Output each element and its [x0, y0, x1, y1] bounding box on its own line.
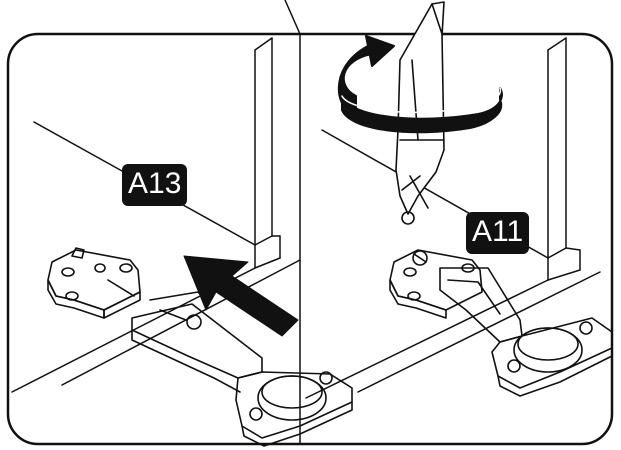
part-label-a11: A11: [466, 212, 530, 254]
right-mounting-plate: [389, 249, 483, 319]
diagonal-arrow-icon: [183, 255, 299, 337]
left-cabinet: [11, 37, 301, 393]
right-hinge: [439, 267, 613, 397]
screwdriver-icon: [395, 1, 445, 225]
part-label-a13: A13: [122, 164, 188, 206]
clockwise-rotation-arrow-icon: [337, 35, 503, 134]
left-mounting-plate: [47, 247, 141, 319]
detail-frame: [6, 32, 614, 446]
left-hinge: [131, 291, 353, 447]
callout-leader-line: [284, 0, 301, 35]
